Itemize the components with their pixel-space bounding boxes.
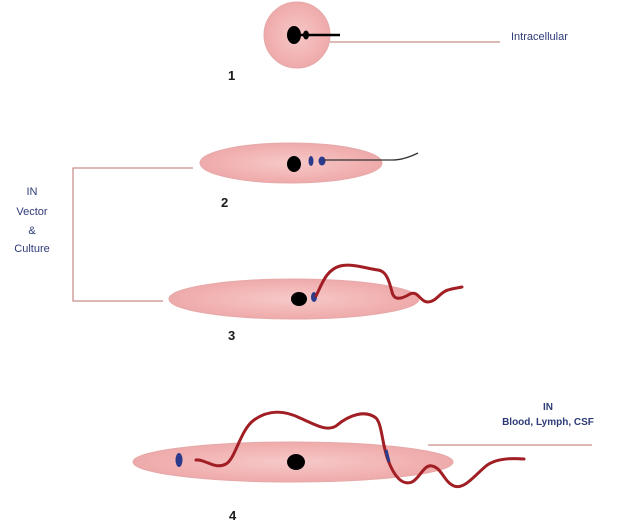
stage-4-trypomastigote: IN Blood, Lymph, CSF 4 xyxy=(132,402,594,523)
stage-1-amastigote: Intracellular 1 xyxy=(228,1,568,83)
stage-4-number: 4 xyxy=(229,508,237,523)
stage-4-kinetoplast xyxy=(175,453,183,467)
stage-4-undulating-flagellum xyxy=(194,410,526,489)
stage-2-kinetoplast-a xyxy=(308,156,314,166)
stage-3-flagellum xyxy=(314,263,464,304)
vector-culture-bracket xyxy=(72,167,193,302)
in-vector-label: IN xyxy=(27,186,38,198)
stage-2-kinetoplast-b xyxy=(318,156,326,166)
stage-3-number: 3 xyxy=(228,328,235,343)
stage-4-nucleus xyxy=(287,454,305,470)
stage-3-epimastigote: 3 xyxy=(168,263,464,343)
vector-culture-group: IN Vector & Culture xyxy=(14,167,193,302)
ampersand-label: & xyxy=(28,225,36,237)
stage-2-nucleus xyxy=(287,156,301,172)
stage-3-nucleus xyxy=(291,292,307,306)
blood-lymph-csf-label: Blood, Lymph, CSF xyxy=(502,417,594,428)
vector-label: Vector xyxy=(16,206,48,218)
culture-label: Culture xyxy=(14,243,49,255)
stage-2-number: 2 xyxy=(221,195,228,210)
stage-4-kinetoplast-marker xyxy=(384,449,391,463)
in-blood-label: IN xyxy=(543,402,553,413)
stage-1-number: 1 xyxy=(228,68,235,83)
intracellular-label: Intracellular xyxy=(511,31,568,43)
stage-1-nucleus xyxy=(287,26,301,44)
stage-2-promastigote: 2 xyxy=(199,142,419,210)
stage-2-flagellum xyxy=(324,152,419,161)
